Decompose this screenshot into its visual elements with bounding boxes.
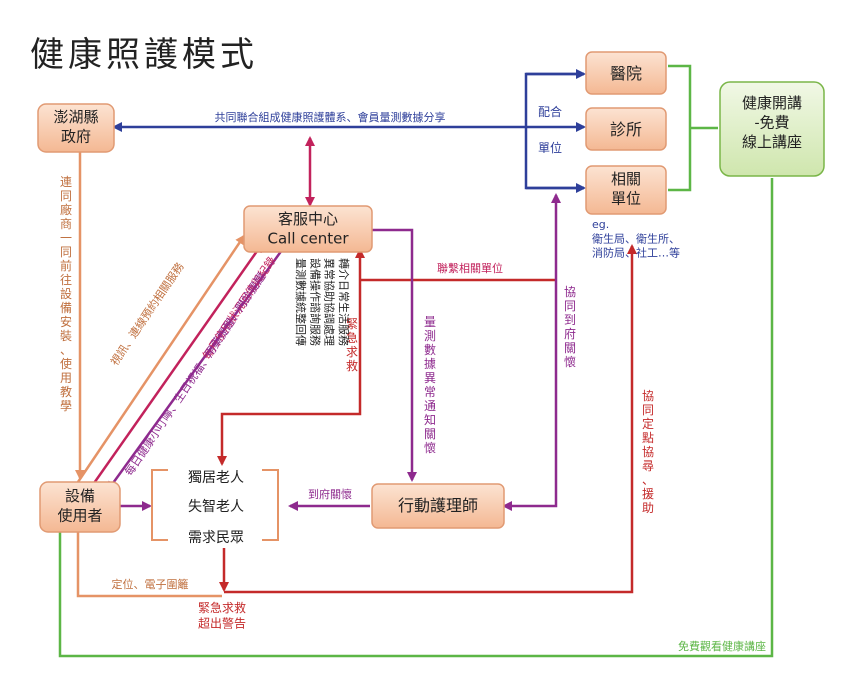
video-line (76, 234, 246, 483)
group-bracket (151, 469, 168, 541)
hospital-label: 醫院 (610, 64, 642, 83)
emergency-label: 緊急求救超出警告 (198, 600, 246, 631)
assist-fixed-label: 協同定點協尋、援助 (642, 388, 654, 515)
device-user-box[interactable]: 設備使用者 (39, 481, 121, 533)
abnormal-notify-label: 量測數據異常通知關懷 (424, 315, 436, 455)
page-title: 健康照護模式 (30, 35, 258, 75)
video-services-label: 視訊、連線預約相關服務 (107, 260, 186, 368)
locate-label: 定位、電子圍籬 (112, 577, 189, 591)
penghu-gov-box[interactable]: 澎湖縣政府 (37, 103, 115, 153)
install-teach-label: 連同廠商一同前往設備安裝、使用教學 (60, 175, 72, 413)
elderly-alone-label: 獨居老人 (188, 470, 244, 486)
assist-visit-label: 協同到府關懷 (564, 284, 576, 369)
group-bracket-right (262, 469, 279, 541)
mobile-nurse-label: 行動護理師 (398, 496, 478, 515)
people-in-need-label: 需求民眾 (188, 530, 244, 546)
emergency-help-label: 緊急求救 (346, 317, 358, 373)
health-lecture-label: 健康開講-免費線上講座 (742, 94, 802, 151)
locate-line (76, 532, 222, 598)
share-label: 共同聯合組成健康照護體系、會員量測數據分享 (215, 110, 446, 124)
free-watch-label: 免費觀看健康講座 (678, 639, 766, 653)
penghu-gov-label: 澎湖縣政府 (53, 108, 98, 146)
free-watch-line (58, 178, 774, 658)
clinic-box[interactable]: 診所 (585, 107, 667, 151)
dementia-elderly-label: 失智老人 (188, 499, 244, 515)
related-units-box[interactable]: 相關單位 (585, 165, 667, 215)
cooperate-label: 配合 (538, 104, 562, 119)
units-label: 單位 (538, 140, 562, 155)
device-user-label: 設備使用者 (57, 487, 102, 525)
emergency-help-line (217, 248, 365, 466)
eg-units-label: eg.衛生局、衛生所、消防局、社工…等 (592, 218, 680, 260)
cc-services-label: 轉介日常生活服務異常協助協調處理設備操作諮詢服務量測數據統整回傳 (294, 258, 351, 346)
assist-visit-line (502, 193, 561, 511)
fixed-assist-line (224, 244, 637, 594)
home-care-label: 到府關懷 (308, 487, 352, 501)
clinic-label: 診所 (610, 120, 642, 139)
mobile-nurse-box[interactable]: 行動護理師 (371, 483, 505, 529)
hospital-box[interactable]: 醫院 (585, 51, 667, 95)
cc-services-group: 轉介日常生活服務異常協助協調處理設備操作諮詢服務量測數據統整回傳 (294, 258, 351, 346)
units-bracket (524, 72, 584, 190)
related-units-label: 相關單位 (611, 170, 641, 208)
lecture-bracket (668, 64, 718, 192)
abnormal-notify-line (372, 228, 417, 482)
contact-units-label: 聯繫相關單位 (437, 261, 503, 275)
health-lecture-box[interactable]: 健康開講-免費線上講座 (719, 81, 825, 177)
daily-push-label: 每日健康小叮嚀、生日祝福、用藥提醒、門診提醒 (122, 270, 269, 478)
